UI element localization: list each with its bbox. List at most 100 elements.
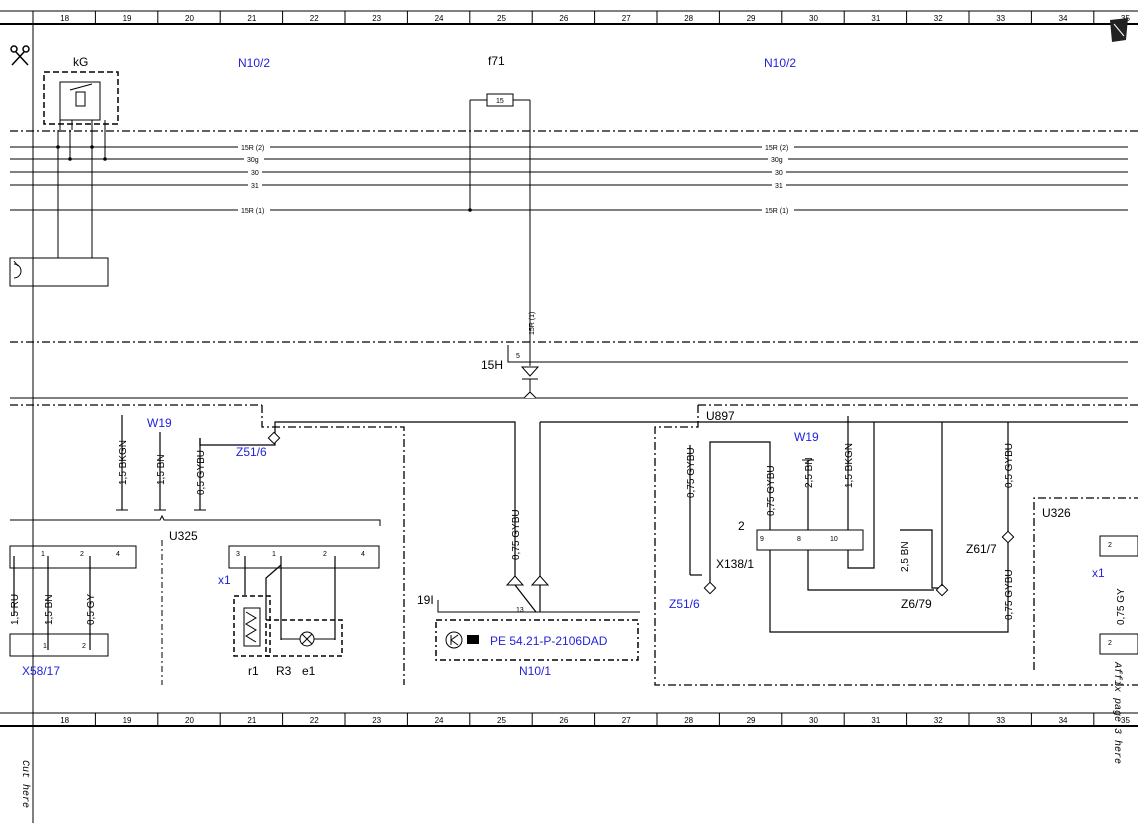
- pin-2-d: 2: [1108, 542, 1112, 549]
- wire-15ru: 1,5 RU: [10, 594, 21, 625]
- bus-15r1-right: 15R (1): [765, 208, 788, 215]
- scissors-icon: [10, 45, 30, 66]
- x138-1-label: X138/1: [716, 557, 754, 571]
- bottom-ruler-number: 30: [809, 716, 818, 725]
- bus-31-left: 31: [251, 183, 259, 190]
- bus-31-right: 31: [775, 183, 783, 190]
- bottom-ruler-number: 25: [497, 716, 506, 725]
- w19-right-label: W19: [794, 430, 819, 444]
- top-ruler-number: 30: [809, 14, 818, 23]
- bus-15r2-right: 15R (2): [765, 145, 788, 152]
- pin-1-a: 1: [41, 551, 45, 558]
- wire-075gybu-center: 0,75 GYBU: [511, 509, 522, 560]
- x1-connector: [228, 545, 380, 657]
- vertical-15r1-label: 15R (1): [529, 312, 536, 335]
- bottom-ruler-number: 24: [435, 716, 444, 725]
- top-ruler-number: 22: [310, 14, 319, 23]
- fuse-15-label: 15: [496, 98, 504, 105]
- n10-2-right-label: N10/2: [764, 56, 796, 70]
- top-ruler-number: 26: [559, 14, 568, 23]
- r1-label: r1: [248, 664, 259, 678]
- top-ruler-number: 32: [934, 14, 943, 23]
- top-ruler-number: 18: [60, 14, 69, 23]
- pin-1-c: 1: [43, 643, 47, 650]
- bus-label-bg: [238, 143, 794, 214]
- pin-2-b: 2: [323, 551, 327, 558]
- n10-1-module: [435, 575, 640, 661]
- r3-label: R3: [276, 664, 292, 678]
- u326-connector: [1099, 535, 1138, 557]
- pin-2-a: 2: [80, 551, 84, 558]
- wire-05gybu-right: 0,5 GYBU: [1004, 443, 1015, 488]
- kg-bus-taps: [9, 130, 109, 287]
- bottom-ruler-number: 29: [747, 716, 756, 725]
- affix-page-note: Affix page 3 here: [1111, 662, 1122, 765]
- bottom-ruler-number: 18: [60, 716, 69, 725]
- bus-15r1-left: 15R (1): [241, 208, 264, 215]
- wire-075gybu-b: 0,75 GYBU: [766, 465, 777, 516]
- pin-2-x138: 2: [738, 519, 745, 533]
- u325-label: U325: [169, 529, 198, 543]
- z61-7-label: Z61/7: [966, 542, 997, 556]
- pin-5-label: 5: [516, 353, 520, 360]
- fuse-taps: [468, 130, 531, 355]
- wire-075gy-right: 0,75 GY: [1116, 588, 1127, 625]
- pin-2-e: 2: [1108, 640, 1112, 647]
- x58-17-connector: [9, 540, 163, 685]
- top-ruler-number: 21: [247, 14, 256, 23]
- bottom-ruler-number: 28: [684, 716, 693, 725]
- x1-left-label: x1: [218, 573, 231, 587]
- pin-8-label: 8: [797, 536, 801, 543]
- u325-bracket: [10, 514, 381, 526]
- top-ruler-number: 23: [372, 14, 381, 23]
- pin-2-c: 2: [82, 643, 86, 650]
- top-ruler-number: 33: [996, 14, 1005, 23]
- 15h-label: 15H: [481, 358, 503, 372]
- u897-border: [261, 405, 405, 685]
- n10-1-label: N10/1: [519, 664, 551, 678]
- top-ruler-number: 25: [497, 14, 506, 23]
- top-ruler-number: 19: [123, 14, 132, 23]
- bottom-ruler-number: 23: [372, 716, 381, 725]
- u897-border-right: [654, 405, 1138, 686]
- wire-15bn-left: 1,5 BN: [156, 454, 167, 485]
- bottom-ruler-number: 22: [310, 716, 319, 725]
- wire-05gybu-left: 0,5 GYBU: [196, 450, 207, 495]
- fuse-f71: [469, 93, 531, 130]
- bottom-ruler-number: 31: [871, 716, 880, 725]
- bottom-ruler-number: 19: [123, 716, 132, 725]
- top-ruler-number: 27: [622, 14, 631, 23]
- wire-15bkgn-right: 1,5 BKGN: [844, 443, 855, 488]
- pin-4-a: 4: [116, 551, 120, 558]
- pe-reference-link[interactable]: PE 54.21-P-2106DAD: [490, 634, 608, 648]
- wire-25bn: 2,5 BN: [804, 457, 815, 488]
- u326-connector-lower: [1099, 633, 1138, 655]
- bus-30g-left: 30g: [247, 157, 259, 164]
- bottom-ruler-number: 32: [934, 716, 943, 725]
- top-ruler-number: 28: [684, 14, 693, 23]
- w19-left-label: W19: [147, 416, 172, 430]
- top-ruler-number: 29: [747, 14, 756, 23]
- bus-15r2-left: 15R (2): [241, 145, 264, 152]
- bottom-ruler-number: 33: [996, 716, 1005, 725]
- wire-25bn-b: 2,5 BN: [900, 541, 911, 572]
- pin-10-label: 10: [830, 536, 838, 543]
- top-ruler-number: 31: [871, 14, 880, 23]
- cut-here-note: Cut here: [19, 760, 30, 809]
- x138-1-wiring: [689, 416, 1015, 633]
- top-ruler-number: 34: [1059, 14, 1068, 23]
- wire-15bn-lower: 1,5 BN: [44, 594, 55, 625]
- pin-1-b: 1: [272, 551, 276, 558]
- bus-lines: [10, 146, 1128, 211]
- left-wire-drops: [116, 415, 206, 511]
- wire-075gybu-right: 0,75 GYBU: [1004, 569, 1015, 620]
- z51-6-top-wiring: [199, 421, 1128, 582]
- kg-label: kG: [73, 55, 88, 69]
- bus-30-left: 30: [251, 170, 259, 177]
- top-ruler-number: 24: [435, 14, 444, 23]
- pin-9-label: 9: [760, 536, 764, 543]
- wire-15bkgn-left: 1,5 BKGN: [118, 440, 129, 485]
- bottom-ruler-number: 27: [622, 716, 631, 725]
